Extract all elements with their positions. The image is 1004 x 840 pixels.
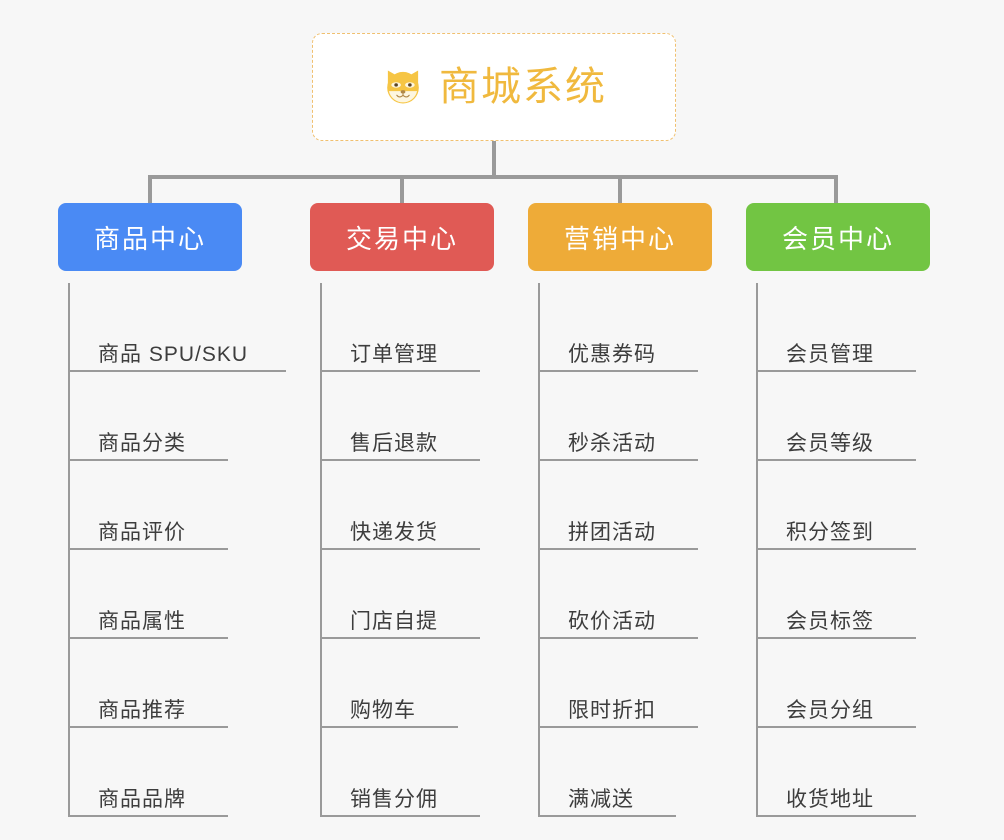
category-label: 营销中心: [563, 223, 676, 254]
category-box-trade-center[interactable]: 交易中心: [310, 203, 494, 271]
leaf-label: 商品品牌: [98, 787, 186, 811]
leaf-underline: [538, 726, 698, 728]
leaf-item[interactable]: 商品分类: [58, 372, 260, 461]
leaf-underline: [538, 815, 676, 817]
category-label: 商品中心: [93, 223, 206, 254]
column-rail: [320, 283, 322, 817]
leaf-underline: [320, 726, 458, 728]
leaf-item[interactable]: 积分签到: [746, 461, 948, 550]
shiba-dog-face-icon: [387, 70, 419, 106]
leaf-underline: [538, 637, 698, 639]
leaf-underline: [68, 370, 286, 372]
leaf-item[interactable]: 订单管理: [310, 283, 512, 372]
leaf-list-marketing-center: 优惠券码 秒杀活动 拼团活动 砍价活动 限时折扣: [528, 283, 730, 817]
leaf-item[interactable]: 砍价活动: [528, 550, 730, 639]
leaf-underline: [320, 459, 480, 461]
leaf-label: 满减送: [568, 787, 634, 811]
leaf-label: 商品分类: [98, 431, 186, 455]
leaf-item[interactable]: 收货地址: [746, 728, 948, 817]
leaf-underline: [320, 815, 480, 817]
column-member-center: 会员中心 会员管理 会员等级 积分签到 会员标签: [746, 203, 948, 817]
leaf-label: 会员分组: [786, 698, 874, 722]
leaf-underline: [320, 637, 480, 639]
leaf-underline: [756, 637, 916, 639]
leaf-label: 门店自提: [350, 609, 438, 633]
leaf-label: 会员标签: [786, 609, 874, 633]
category-box-marketing-center[interactable]: 营销中心: [528, 203, 712, 271]
leaf-label: 商品属性: [98, 609, 186, 633]
column-product-center: 商品中心 商品 SPU/SKU 商品分类 商品评价 商品属性: [58, 203, 286, 817]
leaf-label: 优惠券码: [568, 342, 656, 366]
leaf-item[interactable]: 会员标签: [746, 550, 948, 639]
leaf-label: 会员管理: [786, 342, 874, 366]
leaf-item[interactable]: 会员管理: [746, 283, 948, 372]
leaf-label: 收货地址: [786, 787, 874, 811]
leaf-item[interactable]: 售后退款: [310, 372, 512, 461]
column-rail: [68, 283, 70, 817]
leaf-item[interactable]: 秒杀活动: [528, 372, 730, 461]
leaf-item[interactable]: 优惠券码: [528, 283, 730, 372]
leaf-label: 订单管理: [350, 342, 438, 366]
leaf-item[interactable]: 会员分组: [746, 639, 948, 728]
leaf-item[interactable]: 购物车: [310, 639, 512, 728]
leaf-item[interactable]: 商品属性: [58, 550, 260, 639]
leaf-underline: [68, 815, 228, 817]
leaf-item[interactable]: 会员等级: [746, 372, 948, 461]
leaf-item[interactable]: 商品 SPU/SKU: [58, 283, 286, 372]
leaf-label: 销售分佣: [350, 787, 438, 811]
leaf-underline: [68, 548, 228, 550]
leaf-list-member-center: 会员管理 会员等级 积分签到 会员标签 会员分组: [746, 283, 948, 817]
category-label: 交易中心: [345, 223, 458, 254]
leaf-underline: [756, 459, 916, 461]
leaf-label: 秒杀活动: [568, 431, 656, 455]
leaf-label: 商品评价: [98, 520, 186, 544]
leaf-label: 商品 SPU/SKU: [98, 342, 249, 366]
category-box-member-center[interactable]: 会员中心: [746, 203, 930, 271]
leaf-item[interactable]: 限时折扣: [528, 639, 730, 728]
leaf-underline: [68, 459, 228, 461]
leaf-item[interactable]: 快递发货: [310, 461, 512, 550]
leaf-item[interactable]: 商品推荐: [58, 639, 260, 728]
leaf-label: 快递发货: [350, 520, 438, 544]
leaf-underline: [756, 726, 916, 728]
column-rail: [756, 283, 758, 817]
leaf-item[interactable]: 销售分佣: [310, 728, 512, 817]
leaf-list-product-center: 商品 SPU/SKU 商品分类 商品评价 商品属性 商品推荐: [58, 283, 286, 817]
column-trade-center: 交易中心 订单管理 售后退款 快递发货 门店自提: [310, 203, 512, 817]
leaf-underline: [756, 548, 916, 550]
leaf-label: 砍价活动: [568, 609, 656, 633]
leaf-underline: [320, 548, 480, 550]
root-node[interactable]: 商城系统: [312, 33, 676, 141]
leaf-label: 商品推荐: [98, 698, 186, 722]
leaf-underline: [538, 370, 698, 372]
leaf-item[interactable]: 满减送: [528, 728, 730, 817]
leaf-underline: [538, 548, 698, 550]
root-title: 商城系统: [439, 65, 607, 109]
leaf-underline: [538, 459, 698, 461]
column-rail: [538, 283, 540, 817]
leaf-label: 积分签到: [786, 520, 874, 544]
column-marketing-center: 营销中心 优惠券码 秒杀活动 拼团活动 砍价活动: [528, 203, 730, 817]
leaf-item[interactable]: 商品品牌: [58, 728, 260, 817]
leaf-underline: [68, 726, 228, 728]
leaf-underline: [320, 370, 480, 372]
leaf-list-trade-center: 订单管理 售后退款 快递发货 门店自提 购物车: [310, 283, 512, 817]
leaf-label: 拼团活动: [568, 520, 656, 544]
leaf-item[interactable]: 拼团活动: [528, 461, 730, 550]
category-label: 会员中心: [781, 223, 894, 254]
leaf-label: 购物车: [350, 698, 416, 722]
leaf-underline: [756, 815, 916, 817]
leaf-label: 售后退款: [350, 431, 438, 455]
leaf-item[interactable]: 门店自提: [310, 550, 512, 639]
leaf-label: 限时折扣: [568, 698, 656, 722]
leaf-label: 会员等级: [786, 431, 874, 455]
category-box-product-center[interactable]: 商品中心: [58, 203, 242, 271]
leaf-underline: [756, 370, 916, 372]
leaf-underline: [68, 637, 228, 639]
leaf-item[interactable]: 商品评价: [58, 461, 260, 550]
